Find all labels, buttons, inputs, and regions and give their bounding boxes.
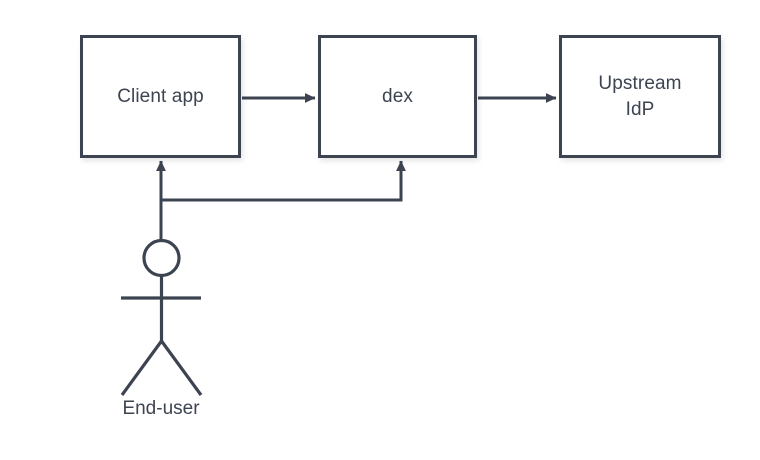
node-upstream-idp-label: Upstream IdP bbox=[598, 72, 682, 120]
node-dex-label: dex bbox=[382, 85, 413, 107]
node-client-app-label: Client app bbox=[117, 85, 204, 107]
actor-left-leg-line bbox=[120, 340, 163, 396]
node-upstream-idp[interactable]: Upstream IdP bbox=[559, 35, 721, 158]
actor-end-user-label: End-user bbox=[122, 398, 200, 419]
actor-right-leg-line bbox=[160, 340, 203, 396]
actor-head-icon bbox=[142, 238, 181, 278]
actor-end-user-figure bbox=[120, 238, 203, 396]
edge-end-user-to-dex bbox=[161, 160, 406, 202]
node-dex[interactable]: dex bbox=[318, 35, 477, 158]
node-client-app[interactable]: Client app bbox=[80, 35, 241, 158]
